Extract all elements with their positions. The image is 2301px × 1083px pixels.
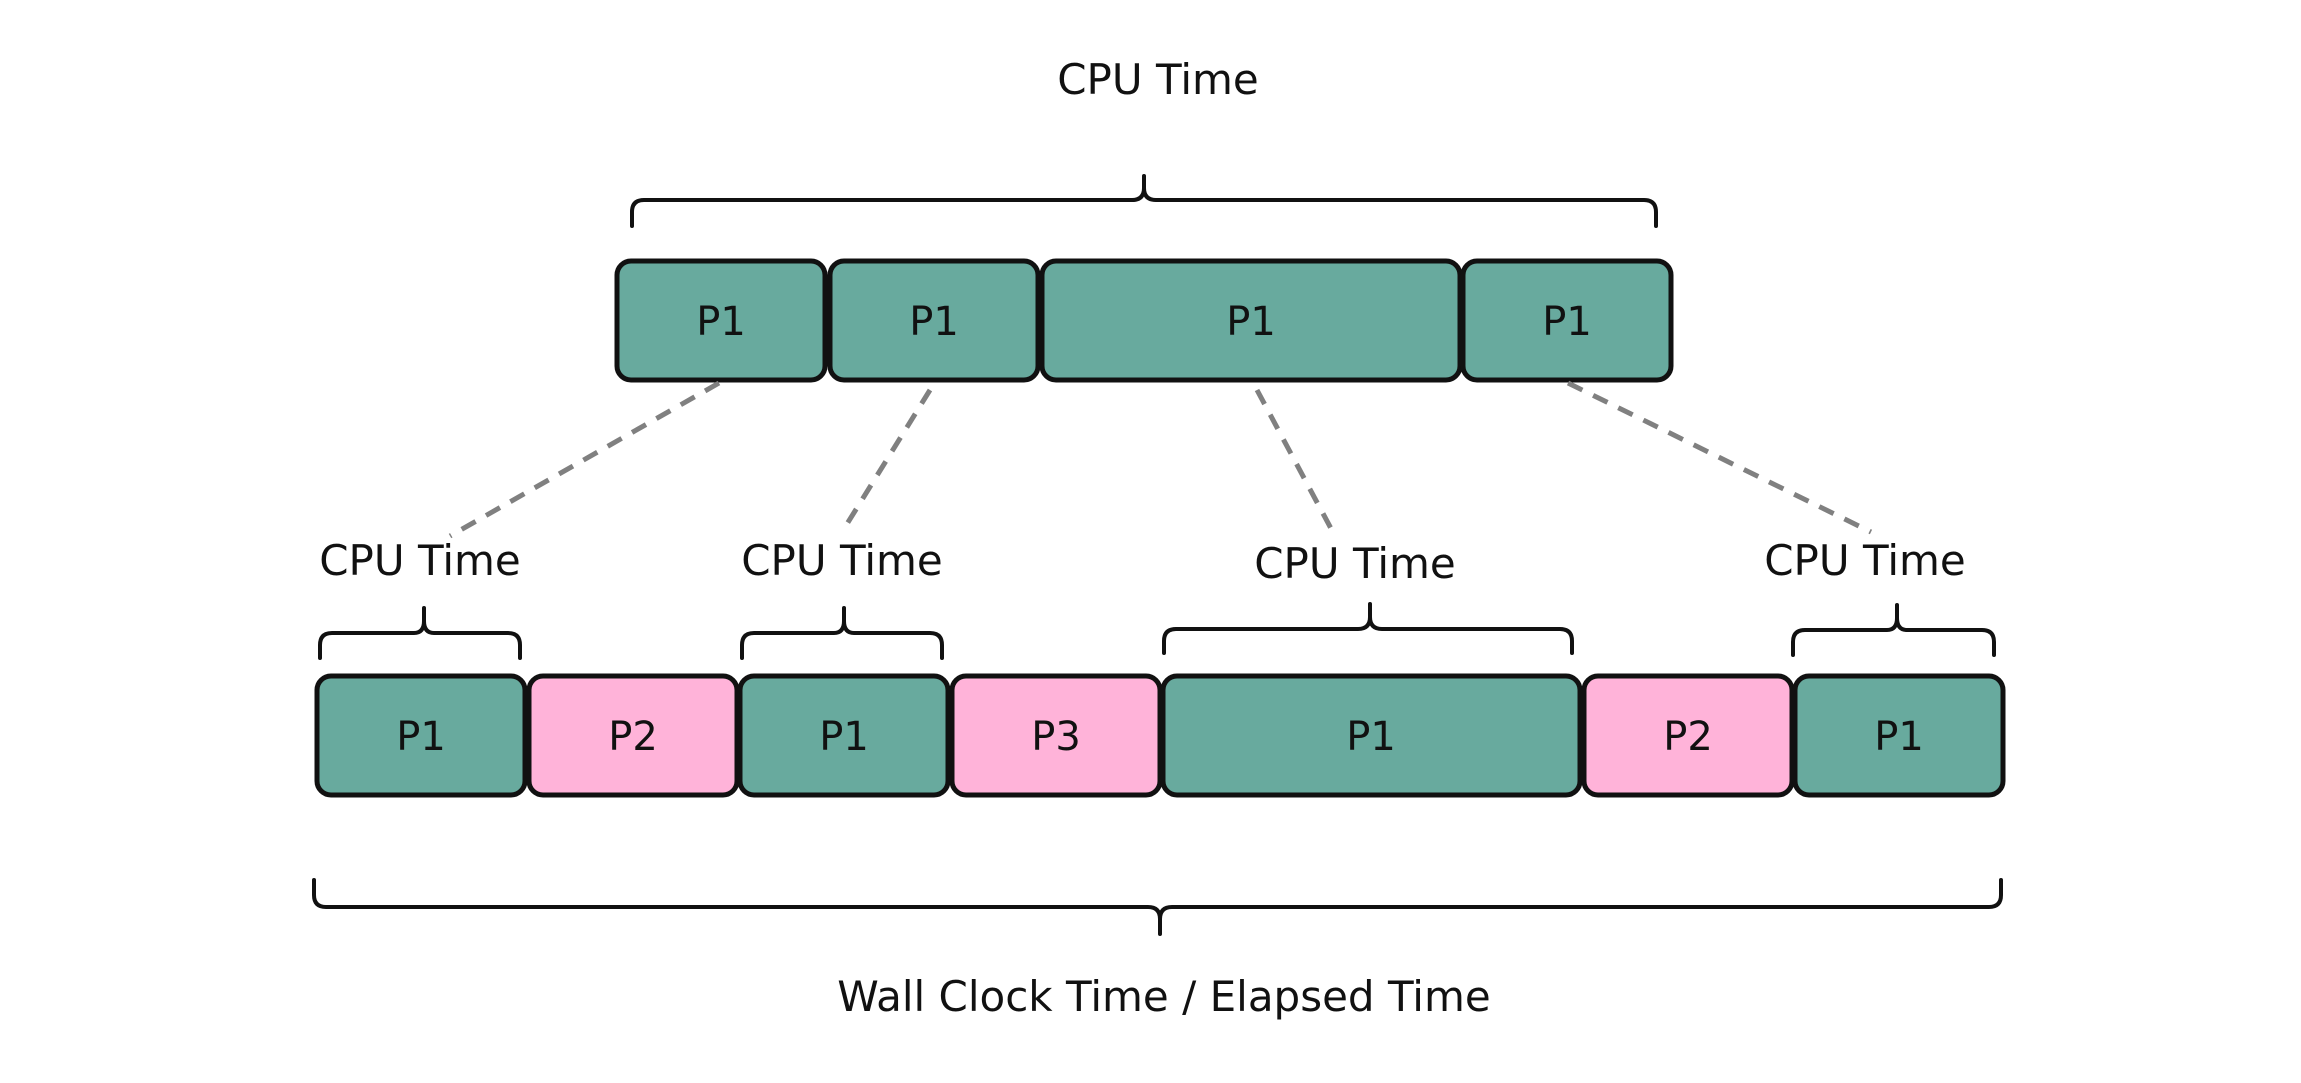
slice-4-cpu-time-label: CPU Time	[1764, 536, 1966, 585]
slice-1-cpu-time-label: CPU Time	[319, 536, 521, 585]
slice-3-brace	[1162, 602, 1574, 655]
slice-2-brace	[740, 606, 944, 660]
wall-clock-brace	[312, 878, 2003, 936]
bottom-block-5-rect	[1160, 673, 1583, 798]
bottom-block-7-label: P1	[1874, 714, 1924, 760]
top-block-2-label: P1	[909, 299, 959, 345]
top-block-1-label: P1	[696, 299, 746, 345]
bottom-block-5-label: P1	[1346, 714, 1396, 760]
top-block-4: P1	[1460, 258, 1674, 383]
slice-3-cpu-time-label: CPU Time	[1254, 539, 1456, 588]
bottom-block-3: P1	[737, 673, 951, 798]
bottom-block-7: P1	[1792, 673, 2006, 798]
top-block-4-label: P1	[1542, 299, 1592, 345]
bottom-block-3-label: P1	[819, 714, 869, 760]
top-row: P1 P1 P1 P1	[614, 258, 1674, 383]
top-cpu-time-brace	[630, 174, 1658, 228]
top-block-3-label: P1	[1226, 299, 1276, 345]
bottom-block-2: P2	[526, 673, 740, 798]
connector-line-2	[839, 388, 933, 534]
top-cpu-time-label: CPU Time	[1057, 55, 1259, 104]
bottom-block-1-label: P1	[396, 714, 446, 760]
top-block-3: P1	[1039, 258, 1463, 383]
top-block-3-rect	[1039, 258, 1463, 383]
bottom-block-4-rect	[949, 673, 1163, 798]
connector-line-4	[1566, 380, 1873, 535]
bottom-block-7-rect	[1792, 673, 2006, 798]
bottom-block-6: P2	[1581, 673, 1795, 798]
top-block-2: P1	[827, 258, 1041, 383]
slice-4-brace	[1791, 603, 1996, 657]
bottom-block-5: P1	[1160, 673, 1583, 798]
slice-1-brace	[318, 606, 522, 660]
top-block-4-rect	[1460, 258, 1674, 383]
top-block-2-rect	[827, 258, 1041, 383]
bottom-block-1-rect	[314, 673, 528, 798]
bottom-block-1: P1	[314, 673, 528, 798]
top-block-1-rect	[614, 258, 828, 383]
bottom-block-4: P3	[949, 673, 1163, 798]
bottom-block-3-rect	[737, 673, 951, 798]
slice-2-cpu-time-label: CPU Time	[741, 536, 943, 585]
top-block-1: P1	[614, 258, 828, 383]
wall-clock-time-label: Wall Clock Time / Elapsed Time	[837, 972, 1490, 1021]
connector-line-3	[1254, 388, 1338, 538]
bottom-block-6-rect	[1581, 673, 1795, 798]
bottom-block-2-label: P2	[608, 714, 658, 760]
connector-line-1	[448, 380, 721, 539]
bottom-block-2-rect	[526, 673, 740, 798]
bottom-block-4-label: P3	[1031, 714, 1081, 760]
bottom-block-6-label: P2	[1663, 714, 1713, 760]
bottom-row: P1 P2 P1 P3 P1 P2 P1	[314, 673, 2006, 798]
